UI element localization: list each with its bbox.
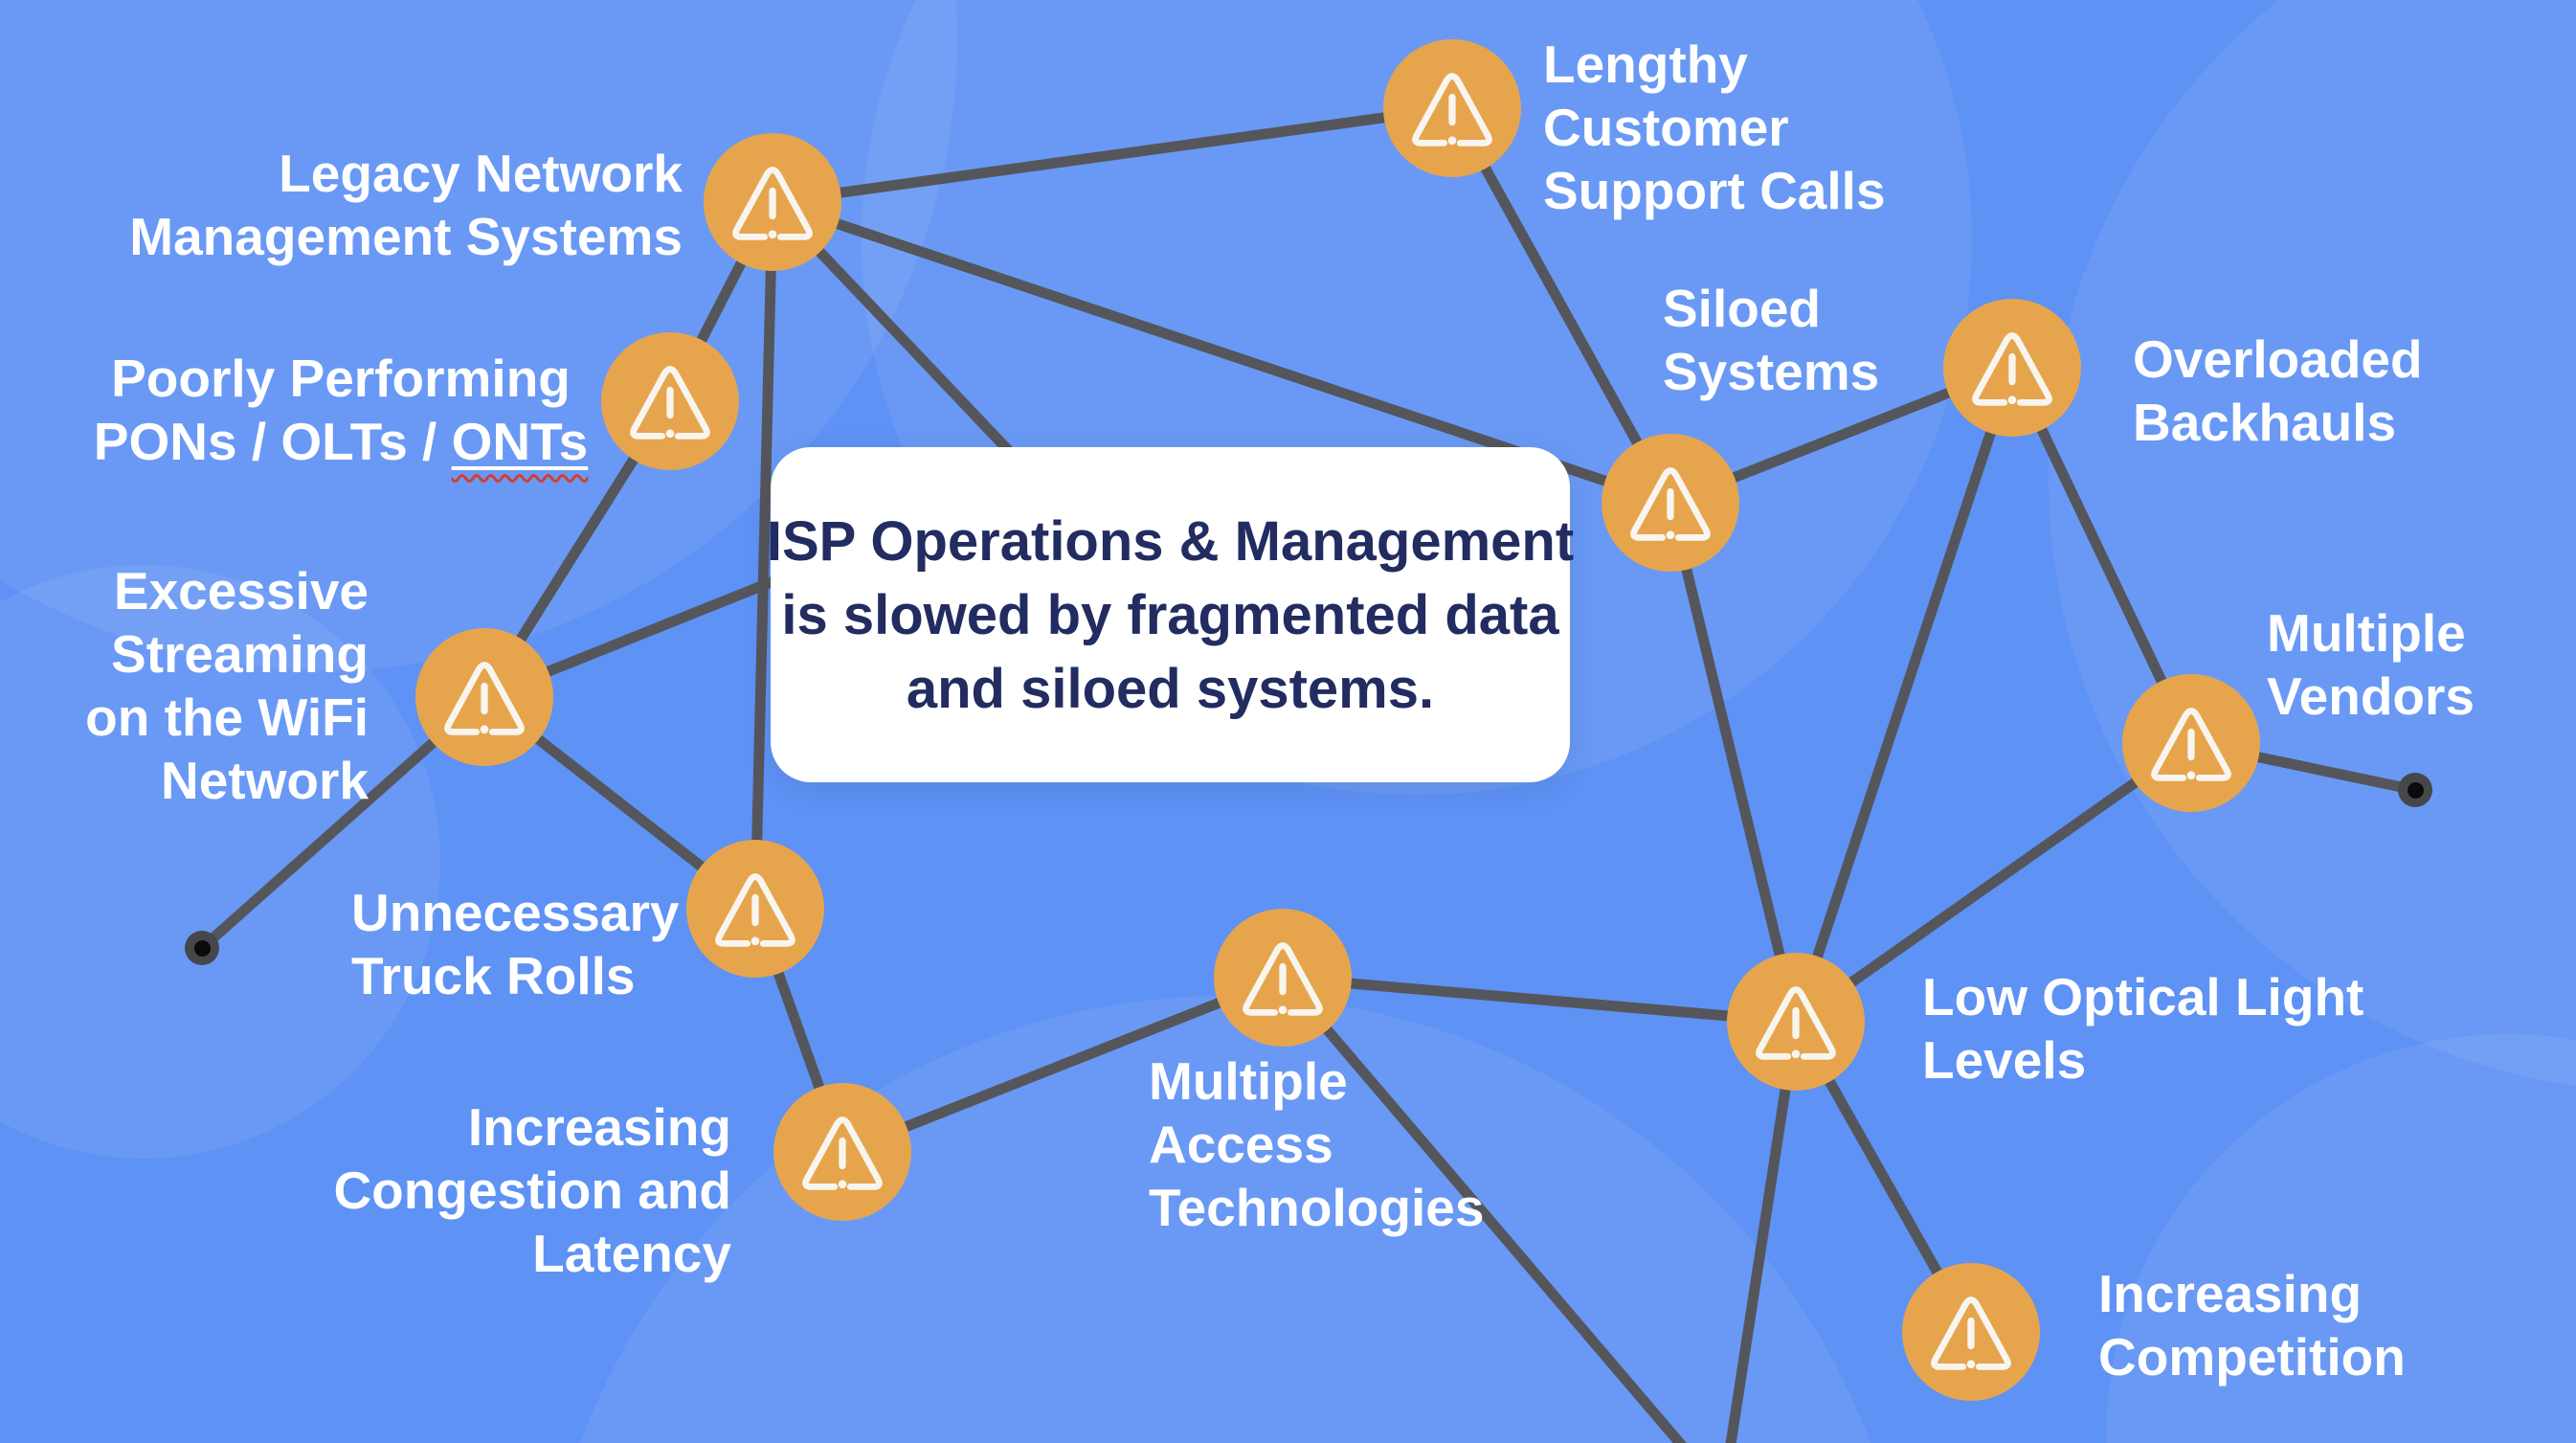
edge-access-congestion xyxy=(837,972,1288,1158)
underlined-word: ONTs xyxy=(451,412,589,471)
label-line: on the WiFi xyxy=(85,688,369,747)
warning-icon xyxy=(1746,972,1846,1071)
warning-icon xyxy=(706,859,805,958)
label-line: Excessive xyxy=(113,561,369,620)
warning-node-competition xyxy=(1902,1263,2040,1401)
warning-node-backhauls xyxy=(1943,299,2081,437)
label-line: Network xyxy=(161,751,369,810)
label-line: Legacy Network xyxy=(279,144,683,203)
warning-node-vendors xyxy=(2122,674,2260,812)
label-line: Siloed xyxy=(1663,279,1822,338)
label-line: Increasing xyxy=(467,1097,731,1157)
central-statement-card: ISP Operations & Management is slowed by… xyxy=(767,447,1574,782)
card-text-line: ISP Operations & Management xyxy=(766,509,1575,573)
warning-icon xyxy=(1402,58,1502,158)
warning-icon xyxy=(1233,928,1333,1027)
warning-node-congestion xyxy=(773,1083,911,1221)
edge-legacy-lengthy xyxy=(767,102,1458,208)
label-line: Overloaded xyxy=(2133,329,2423,389)
edge-lengthy-siloed xyxy=(1446,102,1676,508)
label-line: Competition xyxy=(2098,1327,2406,1387)
label-line: Support Calls xyxy=(1543,161,1886,220)
warning-icon xyxy=(1962,318,2062,417)
warning-icon xyxy=(435,647,534,747)
label-line: PONs / OLTs / ONTs xyxy=(93,412,589,471)
warning-icon xyxy=(1621,453,1720,552)
warning-icon xyxy=(2141,693,2241,793)
endpoint-dot-dotR xyxy=(2398,773,2432,807)
label-line: Truck Rolls xyxy=(351,946,636,1005)
label-line: Unnecessary xyxy=(351,883,680,942)
warning-node-excessive xyxy=(415,628,553,766)
edge-vendors-optical xyxy=(1790,737,2197,1027)
label-line: Latency xyxy=(532,1224,731,1283)
label-line: Management Systems xyxy=(129,207,683,266)
warning-icon xyxy=(723,152,822,252)
card-text-line: and siloed systems. xyxy=(906,657,1435,720)
label-line: Multiple xyxy=(2267,603,2466,663)
warning-node-poorly xyxy=(601,332,739,470)
label-line: Multiple xyxy=(1149,1051,1348,1111)
label-line: Streaming xyxy=(111,624,369,684)
label-line: Backhauls xyxy=(2133,393,2397,452)
warning-icon xyxy=(620,351,720,451)
card-text-line: is slowed by fragmented data xyxy=(781,583,1559,646)
warning-node-lengthy xyxy=(1383,39,1521,177)
warning-node-optical xyxy=(1727,953,1865,1091)
warning-node-siloed xyxy=(1602,434,1739,572)
label-line: Customer xyxy=(1543,98,1789,157)
endpoint-dot-dotL xyxy=(185,931,219,965)
label-line: Congestion and xyxy=(333,1161,731,1220)
label-line: Technologies xyxy=(1149,1178,1485,1237)
edge-access-bottomV xyxy=(1277,972,1687,1443)
warning-icon xyxy=(793,1102,892,1202)
label-line: Levels xyxy=(1922,1030,2087,1090)
edge-optical-access xyxy=(1277,972,1802,1027)
warning-node-truck xyxy=(686,840,824,978)
edge-legacy-truck xyxy=(750,196,778,914)
label-line: Poorly Performing xyxy=(111,349,571,408)
warning-node-legacy xyxy=(704,133,841,271)
warning-node-access xyxy=(1214,909,1352,1047)
label-line: Increasing xyxy=(2098,1264,2363,1323)
edge-backhauls-optical xyxy=(1790,362,2018,1027)
label-line: Systems xyxy=(1663,342,1880,401)
edge-optical-bottomV xyxy=(1725,1016,1802,1443)
label-line: Access xyxy=(1149,1115,1333,1174)
label-line: Vendors xyxy=(2267,666,2475,726)
edge-siloed-optical xyxy=(1665,497,1802,1027)
label-line: Lengthy xyxy=(1543,34,1748,94)
label-line: Low Optical Light xyxy=(1922,967,2364,1026)
warning-icon xyxy=(1921,1282,2021,1382)
